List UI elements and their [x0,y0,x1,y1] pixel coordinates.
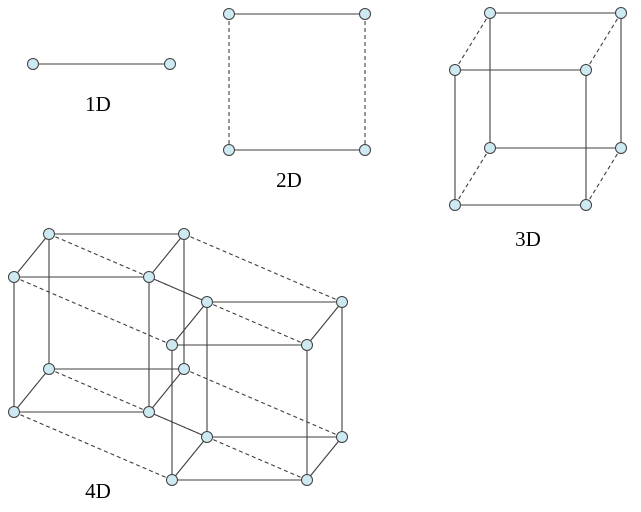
4d-vertex-1 [143,271,155,283]
figure-label-4d: 4D [85,479,111,503]
figure-4d: 4D [8,228,348,503]
4d-edge-solid [148,233,185,278]
figure-1d: 1D [27,58,176,116]
4d-vertex-13 [336,296,348,308]
4d-vertex-10 [301,474,313,486]
4d-vertex-8 [166,339,178,351]
4d-edge-dashed [148,411,308,481]
3d-edge-dashed [585,147,622,206]
4d-edge-dashed [148,276,308,346]
4d-edge-dashed [183,233,343,303]
figure-3d: 3D [449,7,627,251]
3d-edge-dashed [454,12,491,71]
4d-edge-solid [13,233,50,278]
4d-vertex-3 [8,406,20,418]
figure-label-1d: 1D [85,92,111,116]
3d-edge-dashed [454,147,491,206]
4d-edge-dashed [48,368,208,438]
3d-vertex-0 [449,64,461,76]
3d-vertex-6 [615,142,627,154]
4d-vertex-6 [178,363,190,375]
3d-vertex-4 [484,7,496,19]
2d-vertex-3 [223,144,235,156]
2d-vertex-2 [359,144,371,156]
4d-edge-dashed [13,276,173,346]
3d-vertex-7 [484,142,496,154]
4d-edge-solid [306,436,343,481]
3d-vertex-3 [449,199,461,211]
3d-vertex-1 [580,64,592,76]
1d-vertex-1 [164,58,176,70]
4d-vertex-4 [43,228,55,240]
4d-vertex-9 [301,339,313,351]
figure-2d: 2D [223,8,371,192]
3d-vertex-5 [615,7,627,19]
4d-vertex-2 [143,406,155,418]
4d-vertex-7 [43,363,55,375]
4d-vertex-15 [201,431,213,443]
4d-vertex-12 [201,296,213,308]
2d-vertex-0 [223,8,235,20]
figure-label-3d: 3D [515,227,541,251]
4d-edge-solid [171,436,208,481]
figure-label-2d: 2D [276,168,302,192]
3d-vertex-2 [580,199,592,211]
4d-edge-solid [148,368,185,413]
4d-edge-solid [13,368,50,413]
3d-edge-dashed [585,12,622,71]
4d-vertex-0 [8,271,20,283]
1d-vertex-0 [27,58,39,70]
4d-edge-dashed [183,368,343,438]
4d-vertex-14 [336,431,348,443]
2d-vertex-1 [359,8,371,20]
4d-edge-dashed [13,411,173,481]
4d-vertex-5 [178,228,190,240]
4d-edge-dashed [48,233,208,303]
4d-edge-solid [171,301,208,346]
4d-edge-solid [306,301,343,346]
4d-vertex-11 [166,474,178,486]
